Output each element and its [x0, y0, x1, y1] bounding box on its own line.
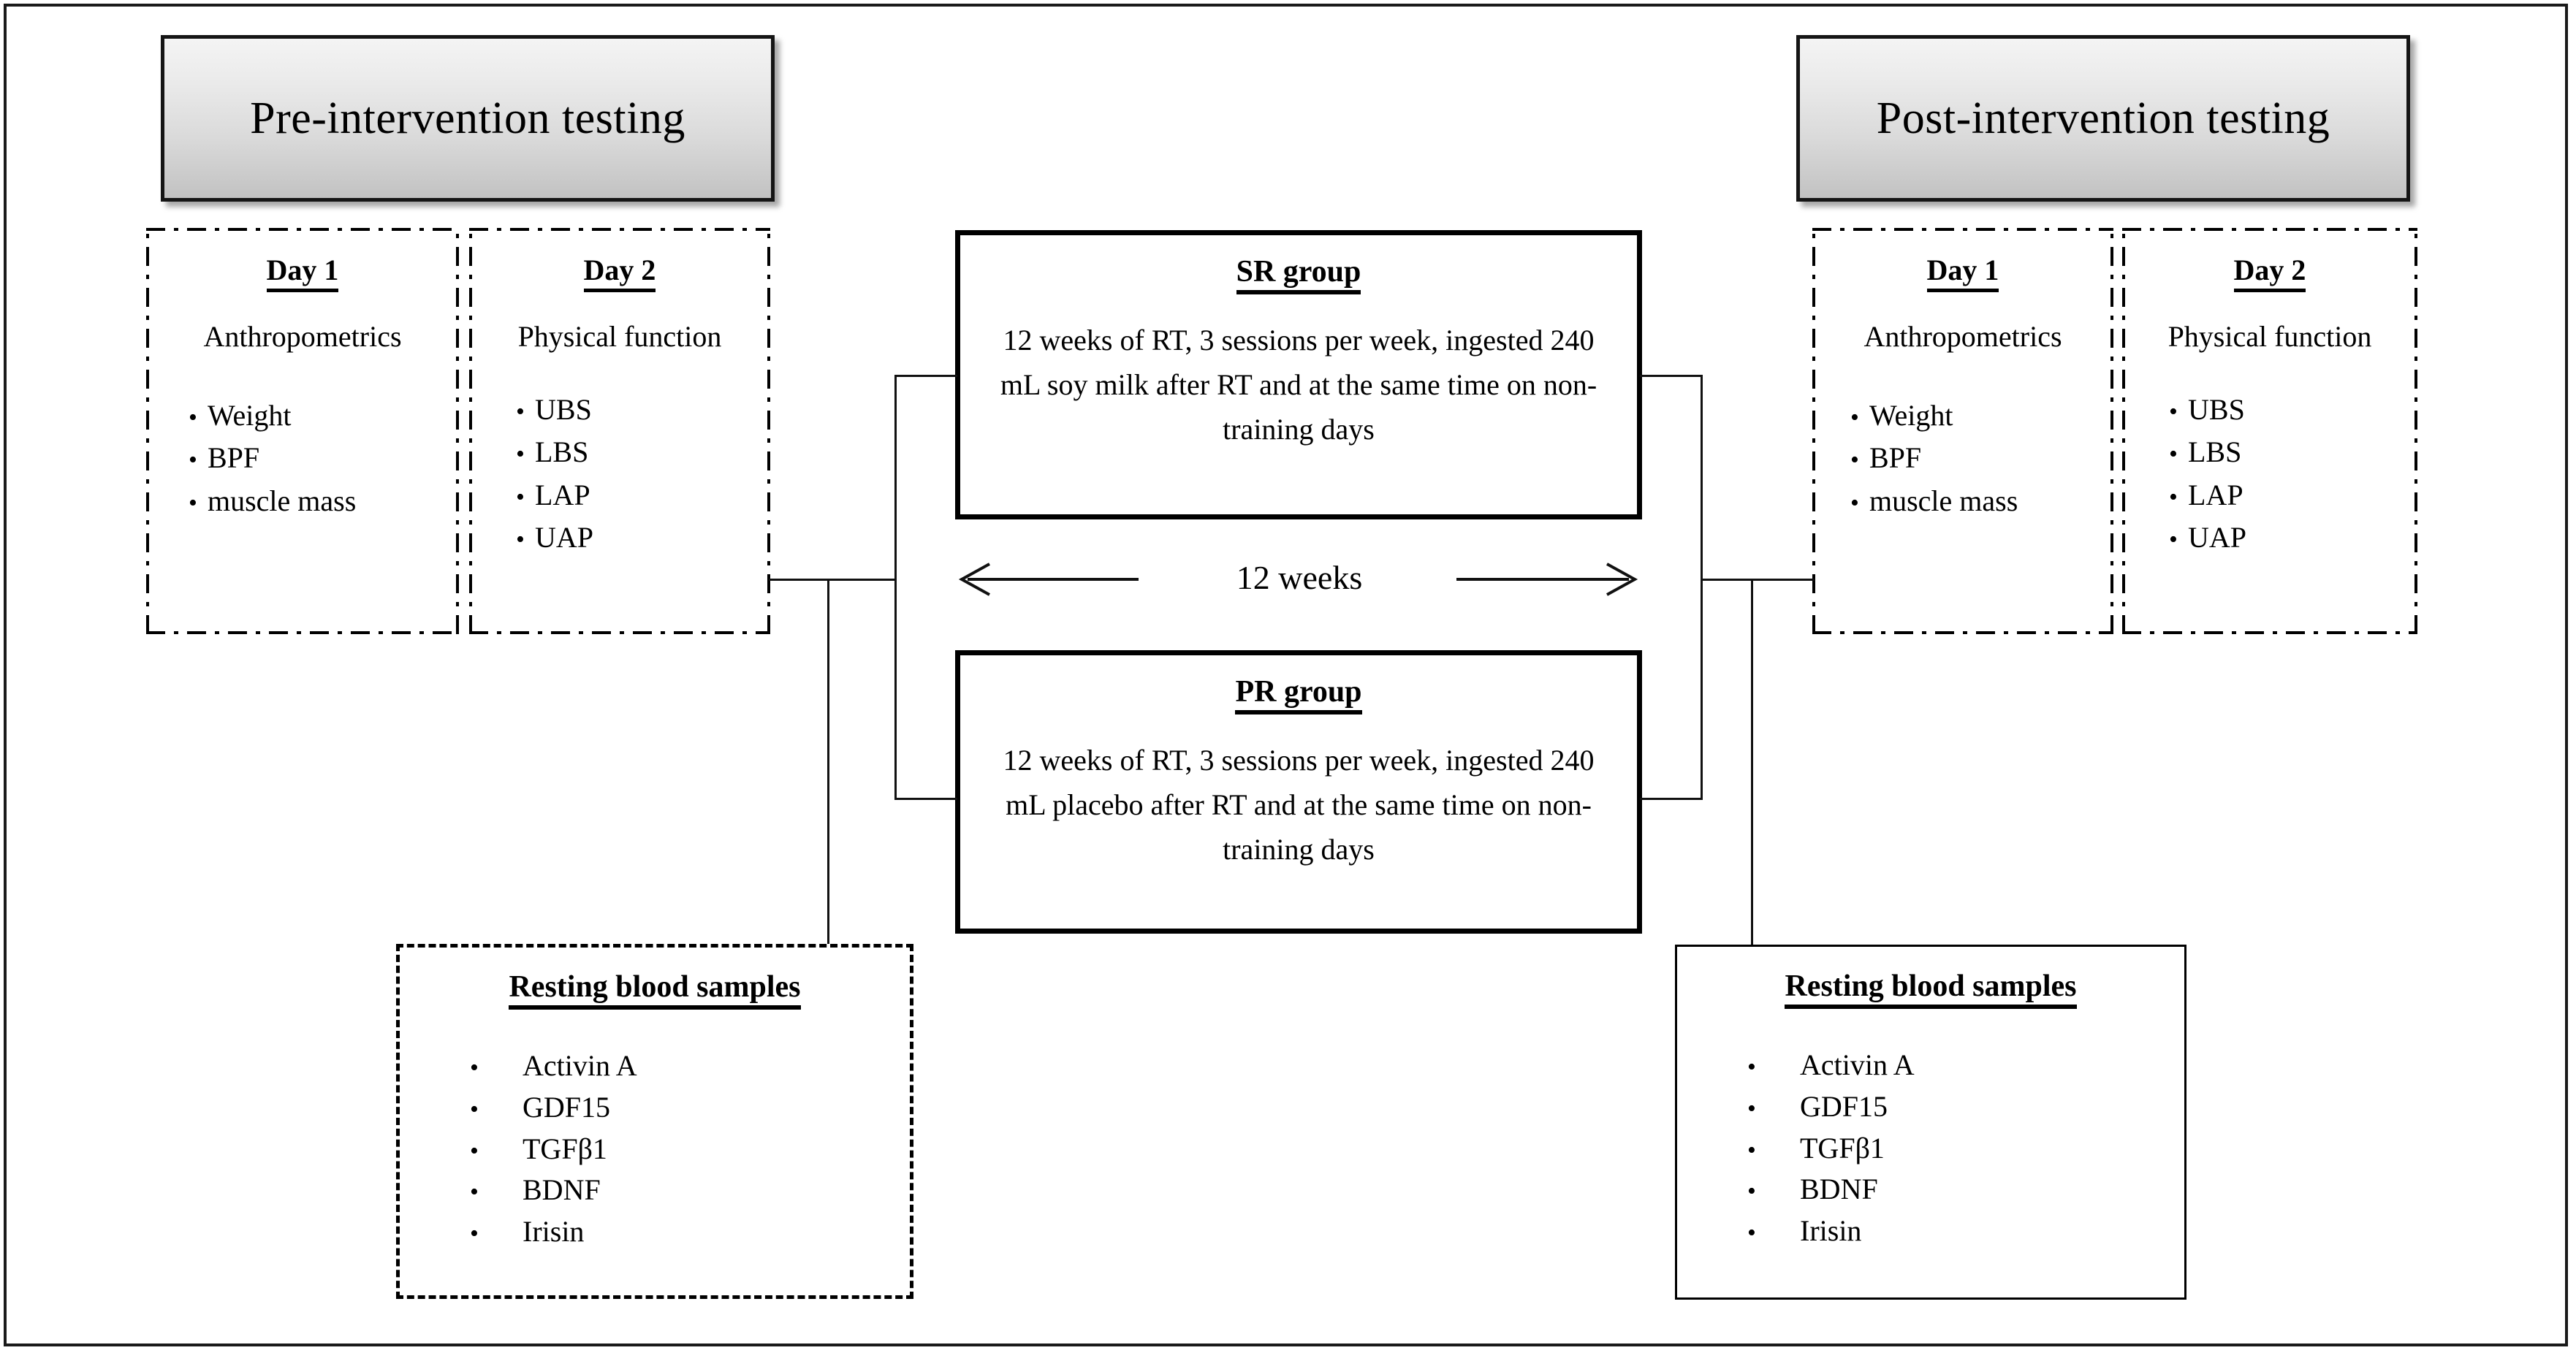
list-item: •Irisin [1747, 1211, 2184, 1252]
pre-day1-list: •Weight •BPF •muscle mass [146, 395, 459, 522]
list-item: •BDNF [470, 1170, 910, 1211]
list-item: •UBS [2169, 389, 2417, 431]
list-item: •Weight [189, 395, 459, 437]
list-item: •Irisin [470, 1211, 910, 1253]
bullet-icon: • [470, 1137, 479, 1165]
bullet-icon: • [2169, 483, 2178, 511]
post-day1-title: Day 1 [1812, 253, 2113, 292]
figure-outer-frame [4, 4, 2568, 1346]
bullet-icon: • [470, 1220, 479, 1248]
list-item: •TGFβ1 [1747, 1128, 2184, 1170]
post-day1-box: Day 1 Anthropometrics •Weight •BPF •musc… [1812, 228, 2113, 634]
list-item: •LAP [516, 474, 770, 517]
connector-left-bracket-vertical [894, 375, 897, 800]
left-arrow-icon [958, 563, 1139, 596]
post-day2-title: Day 2 [2122, 253, 2417, 292]
bullet-icon: • [516, 398, 525, 425]
post-day1-subtitle: Anthropometrics [1863, 320, 2062, 353]
connector-right-horizontal [1701, 579, 1815, 581]
pre-day2-box: Day 2 Physical function •UBS •LBS •LAP •… [469, 228, 770, 634]
bullet-icon: • [2169, 441, 2178, 468]
bullet-icon: • [516, 526, 525, 554]
bullet-icon: • [1747, 1053, 1756, 1081]
connector-left-to-sr [894, 375, 957, 377]
pre-day1-title: Day 1 [146, 253, 459, 292]
connector-left-to-pr [894, 798, 957, 800]
pr-group-title: PR group [1235, 674, 1362, 714]
pre-day2-subtitle: Physical function [517, 320, 722, 353]
post-blood-list: •Activin A •GDF15 •TGFβ1 •BDNF •Irisin [1677, 1045, 2184, 1252]
sr-group-box: SR group 12 weeks of RT, 3 sessions per … [955, 230, 1642, 519]
bullet-icon: • [1747, 1178, 1756, 1205]
post-day2-subtitle: Physical function [2167, 320, 2372, 353]
pre-day1-box: Day 1 Anthropometrics •Weight •BPF •musc… [146, 228, 459, 634]
list-item: •UAP [2169, 517, 2417, 559]
post-intervention-header-box: Post-intervention testing [1796, 35, 2410, 202]
connector-left-horizontal [769, 579, 897, 581]
bullet-icon: • [516, 441, 525, 468]
pre-resting-blood-samples-box: Resting blood samples •Activin A •GDF15 … [396, 944, 913, 1299]
connector-right-bracket-vertical [1701, 375, 1703, 800]
connector-right-to-pr [1640, 798, 1703, 800]
bullet-icon: • [1747, 1094, 1756, 1122]
list-item: •Activin A [1747, 1045, 2184, 1086]
bullet-icon: • [516, 483, 525, 511]
bullet-icon: • [2169, 398, 2178, 425]
pre-blood-list: •Activin A •GDF15 •TGFβ1 •BDNF •Irisin [400, 1045, 910, 1253]
sr-group-body: 12 weeks of RT, 3 sessions per week, ing… [1000, 324, 1597, 446]
list-item: •GDF15 [470, 1087, 910, 1129]
bullet-icon: • [1850, 446, 1859, 474]
list-item: •Activin A [470, 1045, 910, 1087]
bullet-icon: • [189, 489, 197, 517]
list-item: •GDF15 [1747, 1086, 2184, 1128]
timeline-duration-label: 12 weeks [1236, 559, 1363, 596]
list-item: •TGFβ1 [470, 1129, 910, 1170]
pre-blood-title: Resting blood samples [400, 969, 910, 1010]
post-day1-list: •Weight •BPF •muscle mass [1812, 395, 2113, 522]
pre-intervention-header-box: Pre-intervention testing [161, 35, 775, 202]
list-item: •muscle mass [1850, 480, 2113, 522]
list-item: •BDNF [1747, 1169, 2184, 1211]
connector-right-blood-drop [1751, 579, 1753, 945]
bullet-icon: • [1747, 1136, 1756, 1164]
bullet-icon: • [1850, 404, 1859, 431]
list-item: •LBS [2169, 431, 2417, 473]
pre-day2-list: •UBS •LBS •LAP •UAP [469, 389, 770, 560]
list-item: •muscle mass [189, 480, 459, 522]
list-item: •UAP [516, 517, 770, 559]
list-item: •BPF [189, 437, 459, 479]
post-intervention-header-label: Post-intervention testing [1876, 93, 2330, 143]
right-arrow-icon [1456, 563, 1638, 596]
bullet-icon: • [189, 446, 197, 474]
pr-group-box: PR group 12 weeks of RT, 3 sessions per … [955, 650, 1642, 934]
post-day2-list: •UBS •LBS •LAP •UAP [2122, 389, 2417, 560]
pre-intervention-header-label: Pre-intervention testing [250, 93, 685, 143]
list-item: •LBS [516, 431, 770, 473]
connector-left-blood-drop [827, 579, 829, 944]
bullet-icon: • [1850, 489, 1859, 517]
bullet-icon: • [470, 1054, 479, 1081]
list-item: •LAP [2169, 474, 2417, 517]
bullet-icon: • [470, 1095, 479, 1123]
connector-right-to-sr [1640, 375, 1703, 377]
bullet-icon: • [189, 404, 197, 431]
bullet-icon: • [1747, 1219, 1756, 1247]
pre-day2-title: Day 2 [469, 253, 770, 292]
bullet-icon: • [470, 1178, 479, 1206]
pr-group-body: 12 weeks of RT, 3 sessions per week, ing… [1003, 744, 1595, 866]
bullet-icon: • [2169, 526, 2178, 554]
list-item: •BPF [1850, 437, 2113, 479]
list-item: •UBS [516, 389, 770, 431]
list-item: •Weight [1850, 395, 2113, 437]
post-blood-title: Resting blood samples [1677, 969, 2184, 1009]
post-resting-blood-samples-box: Resting blood samples •Activin A •GDF15 … [1675, 945, 2186, 1300]
pre-day1-subtitle: Anthropometrics [203, 320, 402, 353]
sr-group-title: SR group [1236, 254, 1361, 294]
post-day2-box: Day 2 Physical function •UBS •LBS •LAP •… [2122, 228, 2417, 634]
